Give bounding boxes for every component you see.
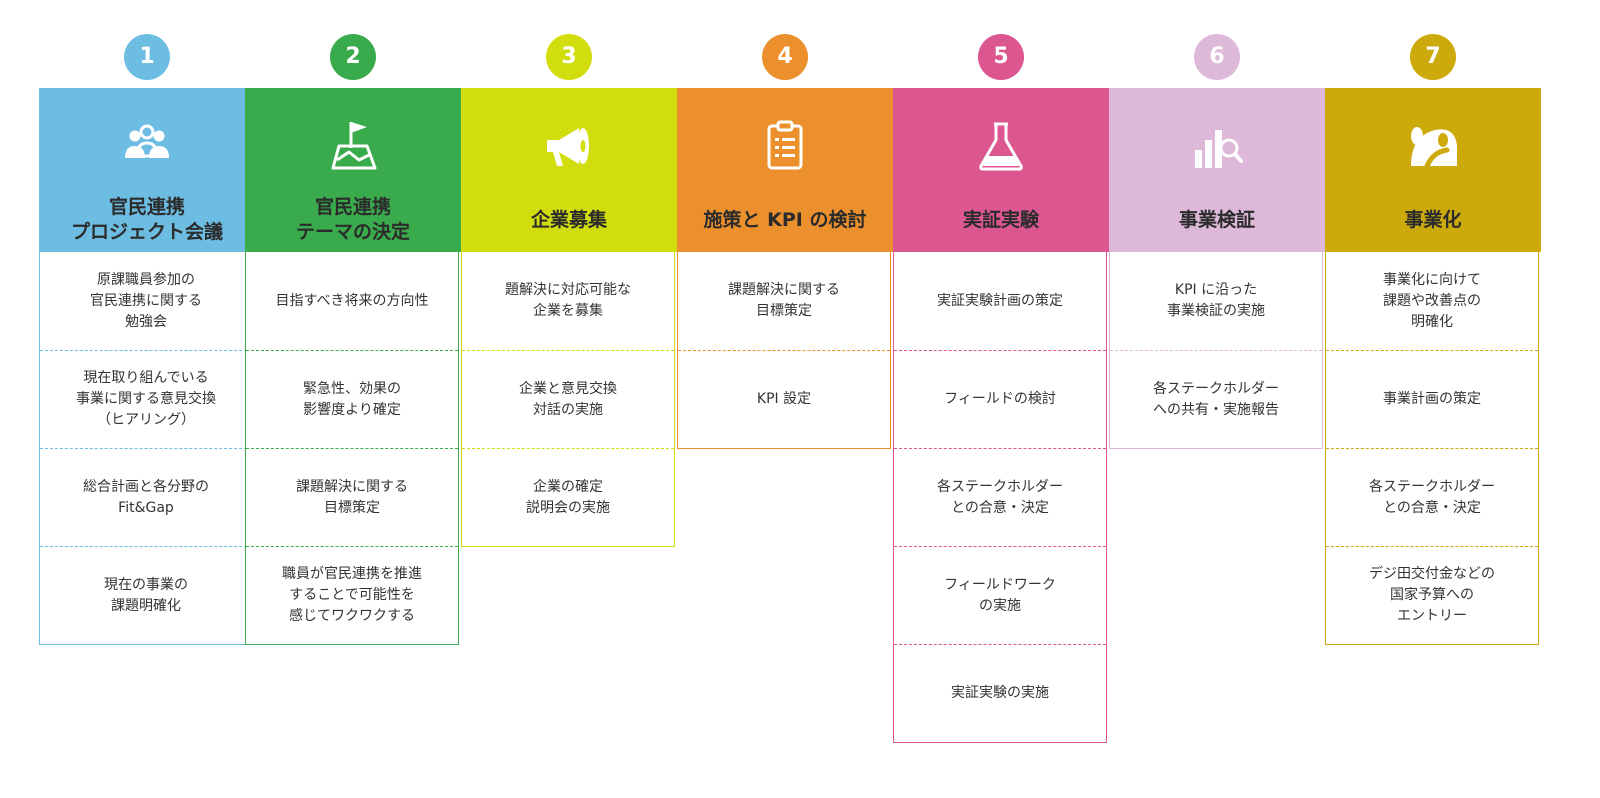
step-card: 目指すべき将来の方向性 bbox=[275, 292, 429, 309]
step-card-list: 目指すべき将来の方向性 緊急性、効果の 影響度より確定 課題解決に関する 目標策… bbox=[245, 252, 459, 645]
step-number-badge: 2 bbox=[330, 34, 376, 80]
step-number-badge: 7 bbox=[1410, 34, 1456, 80]
step-card: 各ステークホルダー への共有・実施報告 bbox=[1110, 350, 1322, 448]
step-title: 事業化 bbox=[1404, 208, 1462, 231]
step-card: 課題解決に関する 目標策定 bbox=[246, 448, 458, 546]
step-card: 原課職員参加の 官民連携に関する 勉強会 bbox=[90, 271, 202, 330]
step-number-badge: 4 bbox=[762, 34, 808, 80]
step-card: 企業の確定 説明会の実施 bbox=[462, 448, 674, 546]
step-card: KPI 設定 bbox=[678, 350, 890, 448]
step-header: 事業検証 bbox=[1109, 88, 1325, 252]
step-card-list: 題解決に対応可能な 企業を募集 企業と意見交換 対話の実施 企業の確定 説明会の… bbox=[461, 252, 675, 547]
step-card: 緊急性、効果の 影響度より確定 bbox=[246, 350, 458, 448]
clipboard-icon bbox=[755, 116, 815, 176]
step-number-badge: 1 bbox=[124, 34, 170, 80]
step-number-badge: 6 bbox=[1194, 34, 1240, 80]
flask-icon bbox=[971, 116, 1031, 176]
step-card-list: 事業化に向けて 課題や改善点の 明確化 事業計画の策定 各ステークホルダー との… bbox=[1325, 252, 1539, 645]
step-header: 実証実験 bbox=[893, 88, 1109, 252]
flag-map-icon bbox=[323, 116, 383, 176]
step-card: 企業と意見交換 対話の実施 bbox=[462, 350, 674, 448]
step-card: フィールドワーク の実施 bbox=[894, 546, 1106, 644]
step-header: 企業募集 bbox=[461, 88, 677, 252]
step-card-list: KPI に沿った 事業検証の実施 各ステークホルダー への共有・実施報告 bbox=[1109, 252, 1323, 449]
step-header: 官民連携 プロジェクト会議 bbox=[39, 88, 255, 252]
step-title: 企業募集 bbox=[530, 208, 607, 231]
step-card: 現在取り組んでいる 事業に関する意見交換 （ヒアリング） bbox=[40, 350, 252, 448]
step-card: 現在の事業の 課題明確化 bbox=[40, 546, 252, 644]
step-card: 職員が官民連携を推進 することで可能性を 感じてワクワクする bbox=[246, 546, 458, 644]
step-card: 事業化に向けて 課題や改善点の 明確化 bbox=[1383, 271, 1481, 330]
step-card: KPI に沿った 事業検証の実施 bbox=[1167, 282, 1265, 319]
step-card: 課題解決に関する 目標策定 bbox=[728, 282, 840, 319]
road-trees-icon bbox=[1403, 116, 1463, 176]
step-card: 事業計画の策定 bbox=[1326, 350, 1538, 448]
step-header: 官民連携 テーマの決定 bbox=[245, 88, 461, 252]
chart-search-icon bbox=[1187, 116, 1247, 176]
step-card: 各ステークホルダー との合意・決定 bbox=[894, 448, 1106, 546]
people-meeting-icon bbox=[117, 116, 177, 176]
step-card: 題解決に対応可能な 企業を募集 bbox=[505, 282, 631, 319]
step-number-badge: 3 bbox=[546, 34, 592, 80]
step-header: 施策と KPI の検討 bbox=[677, 88, 893, 252]
step-title: 官民連携 テーマの決定 bbox=[295, 196, 410, 243]
step-card-list: 実証実験計画の策定 フィールドの検討 各ステークホルダー との合意・決定 フィー… bbox=[893, 252, 1107, 743]
step-number-badge: 5 bbox=[978, 34, 1024, 80]
step-card-list: 課題解決に関する 目標策定 KPI 設定 bbox=[677, 252, 891, 449]
step-card: フィールドの検討 bbox=[894, 350, 1106, 448]
step-title: 実証実験 bbox=[962, 208, 1039, 231]
step-card-list: 原課職員参加の 官民連携に関する 勉強会 現在取り組んでいる 事業に関する意見交… bbox=[39, 252, 253, 645]
step-title: 官民連携 プロジェクト会議 bbox=[70, 196, 223, 243]
step-card: 総合計画と各分野の Fit&Gap bbox=[40, 448, 252, 546]
megaphone-icon bbox=[539, 116, 599, 176]
step-header: 事業化 bbox=[1325, 88, 1541, 252]
step-title: 施策と KPI の検討 bbox=[703, 208, 867, 231]
step-title: 事業検証 bbox=[1178, 208, 1255, 231]
step-card: デジ田交付金などの 国家予算への エントリー bbox=[1326, 546, 1538, 644]
step-card: 実証実験計画の策定 bbox=[937, 292, 1063, 309]
step-card: 実証実験の実施 bbox=[894, 644, 1106, 742]
step-card: 各ステークホルダー との合意・決定 bbox=[1326, 448, 1538, 546]
